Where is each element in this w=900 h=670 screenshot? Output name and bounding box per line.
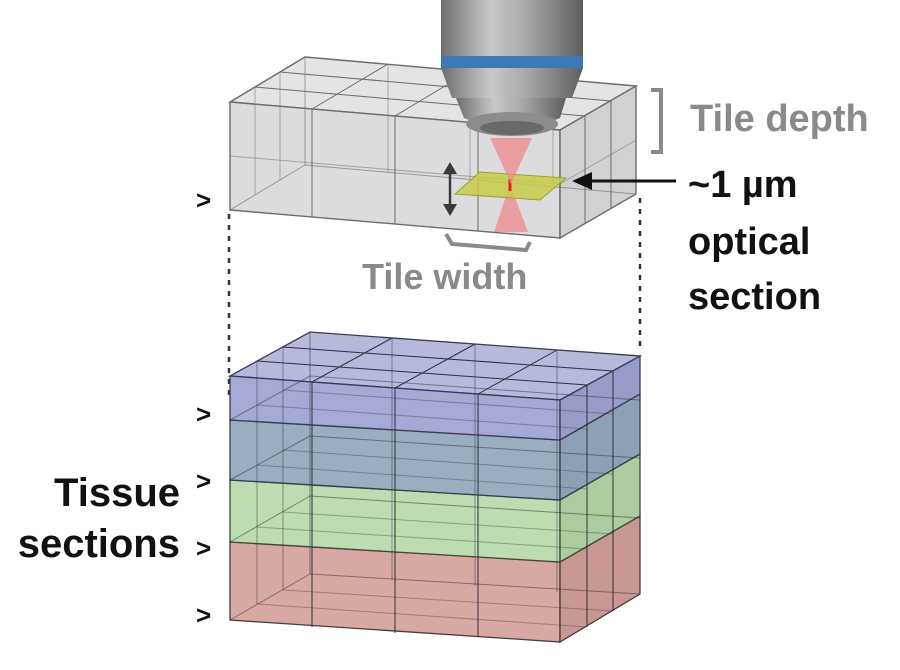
tile-width-label: Tile width bbox=[362, 256, 527, 297]
depth-arrow bbox=[443, 162, 457, 216]
laser-cone-upper bbox=[490, 138, 532, 184]
section-markers: > > > > > bbox=[196, 185, 211, 630]
connector-lines bbox=[227, 198, 642, 396]
optical-section-label-2: optical bbox=[688, 221, 810, 263]
optical-section-label-3: section bbox=[688, 276, 821, 318]
tissue-section-stack bbox=[227, 331, 643, 644]
marker-top-block: > bbox=[196, 185, 211, 215]
tissue-sections-label-2: sections bbox=[18, 522, 180, 566]
marker-section-1: > bbox=[196, 399, 211, 429]
stack-grid bbox=[229, 332, 641, 637]
laser-cone-lower bbox=[494, 184, 528, 232]
section-purple-side bbox=[559, 354, 641, 442]
optical-section-arrow bbox=[572, 172, 676, 190]
marker-section-4: > bbox=[196, 600, 211, 630]
objective-lens bbox=[441, 0, 583, 136]
marker-section-2: > bbox=[196, 466, 211, 496]
tile-depth-bracket bbox=[651, 88, 663, 154]
tile-depth-label: Tile depth bbox=[690, 98, 869, 140]
tissue-sections-label-1: Tissue bbox=[54, 471, 180, 515]
marker-section-3: > bbox=[196, 533, 211, 563]
tile-width-bracket bbox=[444, 232, 532, 253]
optical-section-label-1: ~1 µm bbox=[688, 164, 798, 206]
